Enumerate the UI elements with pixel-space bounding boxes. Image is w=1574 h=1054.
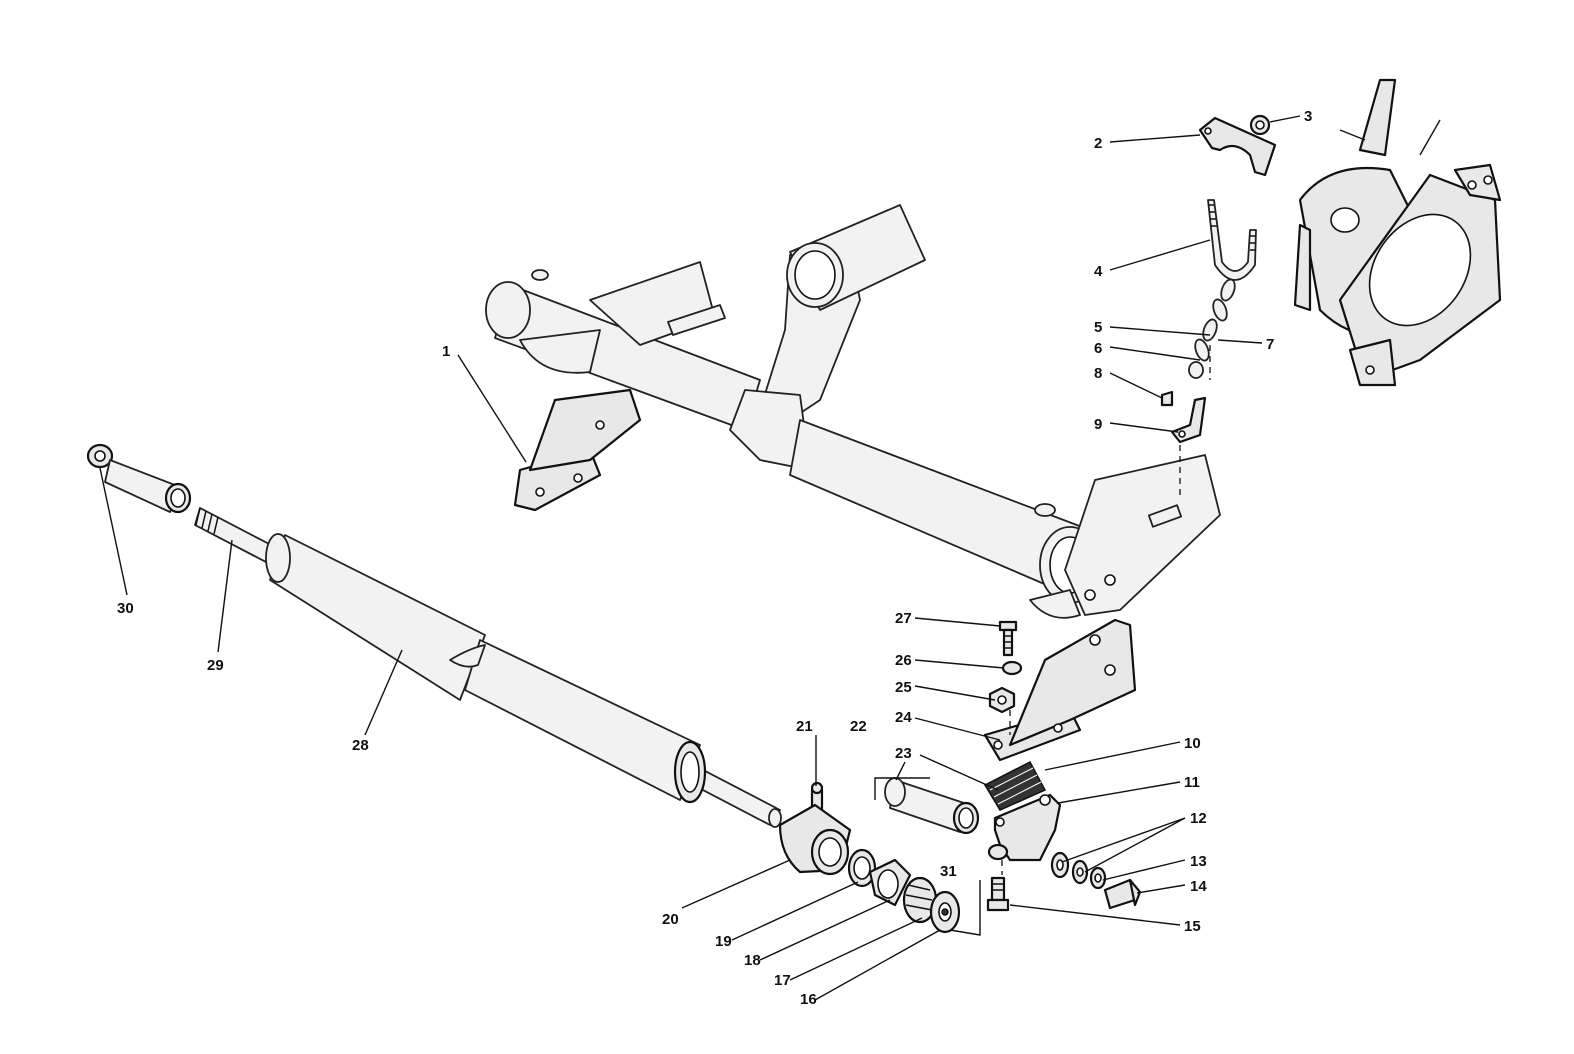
callout-9: 9 bbox=[1094, 416, 1102, 433]
callout-16: 16 bbox=[800, 991, 817, 1008]
left-bracket bbox=[513, 388, 642, 512]
chain-parts-5-6-7 bbox=[1188, 278, 1236, 380]
callouts: 1 2 3 4 5 6 7 8 9 10 11 12 13 14 15 16 1… bbox=[117, 108, 1312, 1008]
callout-25: 25 bbox=[895, 679, 912, 696]
callout-12: 12 bbox=[1190, 810, 1207, 827]
callout-20: 20 bbox=[662, 911, 679, 928]
callout-3: 3 bbox=[1304, 108, 1312, 125]
pin-part-8 bbox=[1160, 390, 1174, 407]
callout-27: 27 bbox=[895, 610, 912, 627]
callout-28: 28 bbox=[352, 737, 369, 754]
collar-part-20 bbox=[778, 803, 852, 876]
callout-23: 23 bbox=[895, 745, 912, 762]
callout-24: 24 bbox=[895, 709, 912, 726]
callout-5: 5 bbox=[1094, 319, 1102, 336]
drive-housing bbox=[1293, 78, 1502, 387]
callout-15: 15 bbox=[1184, 918, 1201, 935]
callout-1: 1 bbox=[442, 343, 450, 360]
main-frame bbox=[485, 204, 1221, 619]
callout-18: 18 bbox=[744, 952, 761, 969]
callout-26: 26 bbox=[895, 652, 912, 669]
washers-bolt-12-15 bbox=[986, 851, 1142, 912]
arm-part-11 bbox=[987, 793, 1062, 875]
callout-30: 30 bbox=[117, 600, 134, 617]
callout-19: 19 bbox=[715, 933, 732, 950]
callout-2: 2 bbox=[1094, 135, 1102, 152]
callout-6: 6 bbox=[1094, 340, 1102, 357]
bearings-16-19-31 bbox=[847, 848, 961, 934]
callout-31: 31 bbox=[940, 863, 957, 880]
right-bracket-part-24 bbox=[983, 618, 1137, 762]
callout-4: 4 bbox=[1094, 263, 1103, 280]
callout-14: 14 bbox=[1190, 878, 1207, 895]
leader-lines bbox=[99, 115, 1301, 1001]
fasteners-25-27 bbox=[988, 620, 1023, 735]
spring-part-23 bbox=[983, 760, 1047, 811]
u-bolt-part-4 bbox=[1207, 199, 1257, 281]
callout-11: 11 bbox=[1184, 774, 1200, 791]
callout-13: 13 bbox=[1190, 853, 1207, 870]
callout-10: 10 bbox=[1184, 735, 1201, 752]
callout-29: 29 bbox=[207, 657, 224, 674]
callout-21: 21 bbox=[796, 718, 813, 735]
callout-17: 17 bbox=[774, 972, 791, 989]
bracket-part-9 bbox=[1170, 396, 1207, 500]
clamp-part-2 bbox=[1198, 116, 1277, 177]
callout-8: 8 bbox=[1094, 365, 1102, 382]
callout-22: 22 bbox=[850, 718, 867, 735]
nut-part-3 bbox=[1249, 114, 1271, 136]
roller-part-22 bbox=[874, 777, 981, 936]
shaft-assembly bbox=[86, 443, 782, 828]
callout-7: 7 bbox=[1266, 336, 1274, 353]
